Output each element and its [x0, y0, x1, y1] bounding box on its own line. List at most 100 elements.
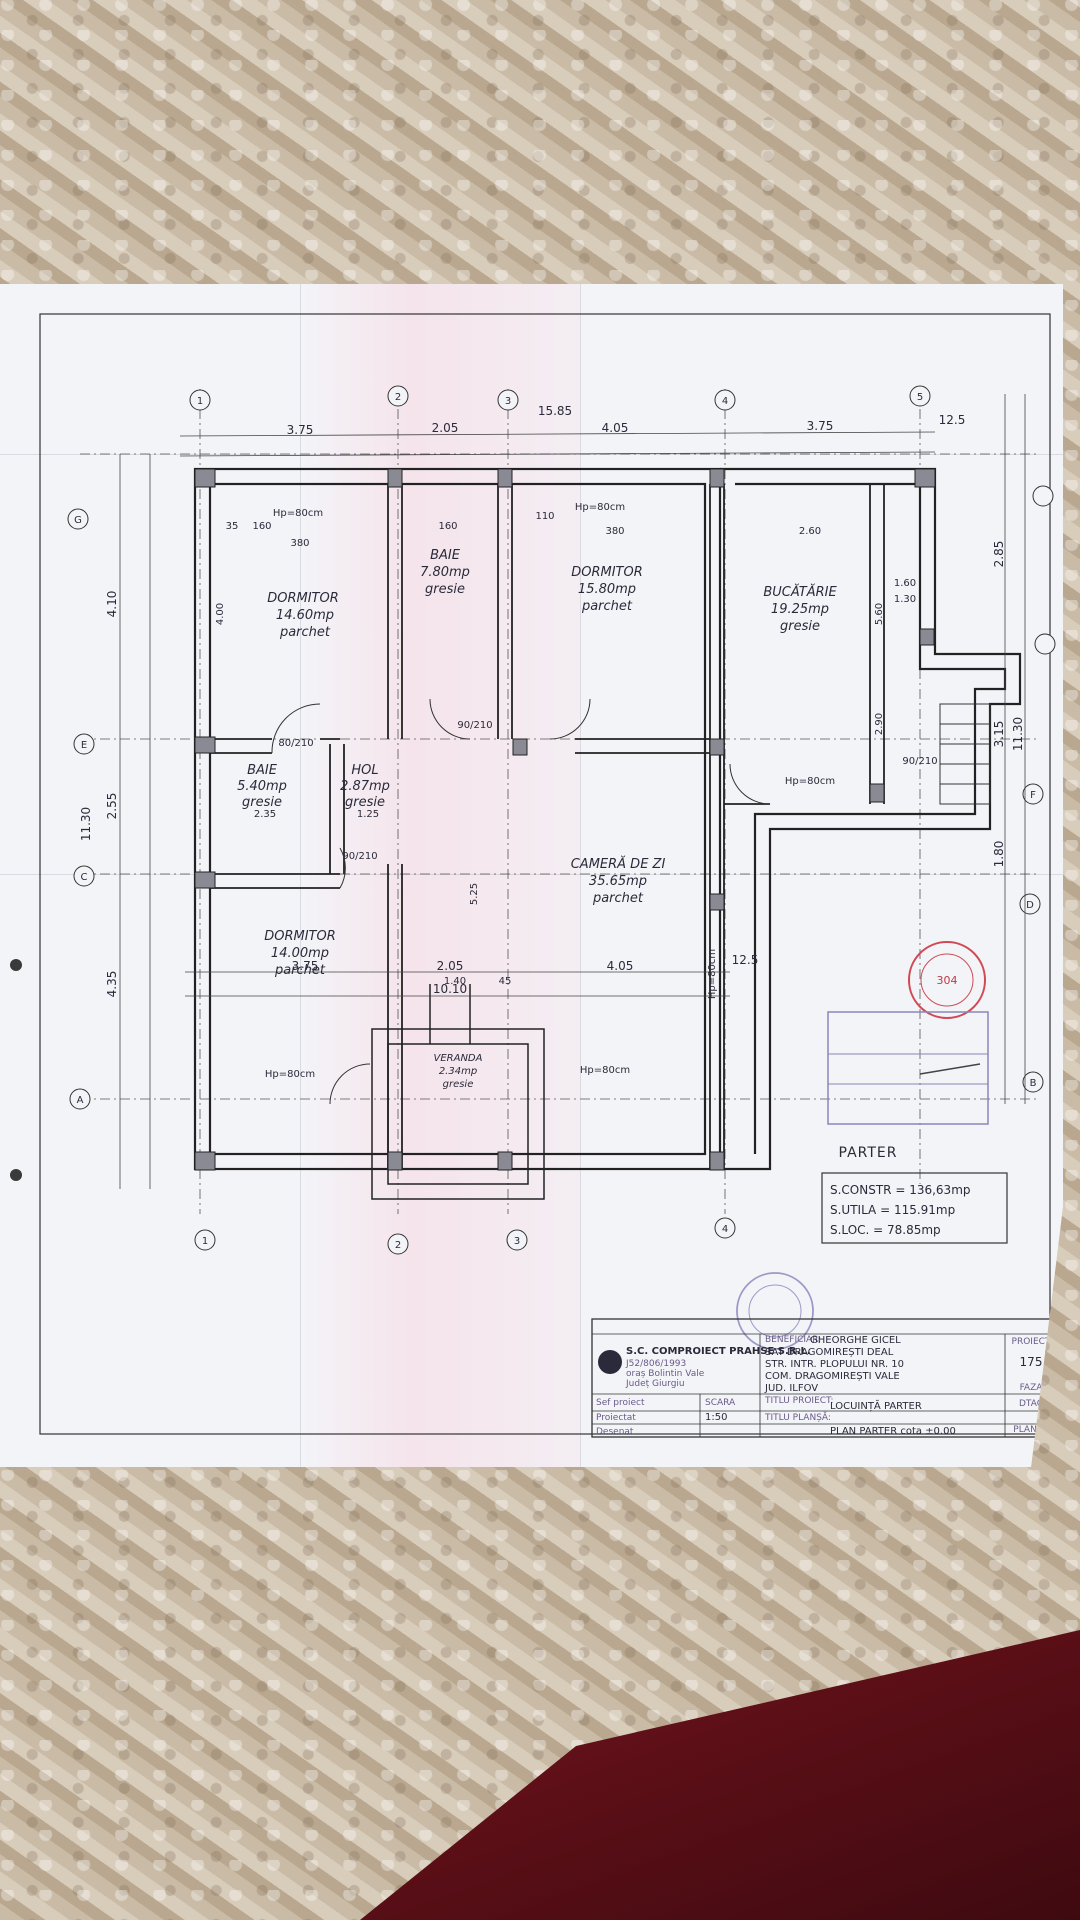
axis-labels: 1 2 3 4 5 1 2 3 4 A B C D E F G	[74, 392, 1036, 1251]
project-label: PROIECT	[1012, 1337, 1051, 1347]
floor-plan-drawing: 1 2 3 4 5 1 2 3 4 A B C D E F G 3.75 2.0…	[39, 313, 1058, 1438]
wall-dimension: 5.60	[874, 603, 885, 625]
wall-hatch-blocks	[194, 468, 936, 1171]
svg-text:15.80mp: 15.80mp	[578, 582, 636, 597]
room-camera-de-zi: CAMERĂ DE ZI 35.65mp parchet	[571, 856, 666, 906]
dimension-label: 4.10	[105, 591, 119, 618]
dimension-label: 1.80	[992, 841, 1006, 868]
svg-text:gresie: gresie	[242, 795, 282, 810]
dimension-label: 10.10	[433, 982, 467, 996]
role-3: Desenat	[596, 1427, 634, 1437]
door-swings	[271, 698, 771, 1105]
dimension-label: 12.5	[939, 413, 966, 427]
window-label: Hp=80cm	[575, 502, 625, 513]
room-baie-1: BAIE 7.80mp gresie	[420, 548, 470, 597]
address-line-2: STR. INTR. PLOPULUI NR. 10	[765, 1359, 904, 1370]
wall-dimension: 110	[535, 511, 554, 522]
svg-text:parchet: parchet	[279, 625, 331, 640]
wall-dimension: 160	[252, 521, 271, 532]
door-label: 90/210	[342, 851, 377, 862]
axis-label-side: E	[81, 740, 87, 751]
svg-text:gresie: gresie	[443, 1079, 474, 1090]
dimensions-left: 4.10 2.55 4.35 11.30	[79, 591, 119, 998]
dimension-label: 3.75	[292, 959, 319, 973]
beneficiary: GHEORGHE GICEL	[810, 1335, 901, 1346]
area-summary: PARTER S.CONSTR = 136,63mp S.UTILA = 115…	[821, 1145, 1008, 1244]
dimension-label: 3.15	[992, 721, 1006, 748]
room-bucatarie: BUCĂTĂRIE 19.25mp gresie	[763, 584, 837, 634]
company-county: Județ Giurgiu	[625, 1379, 685, 1389]
dimension-label: 11.30	[79, 807, 93, 841]
wall-dimension: 2.35	[254, 809, 276, 820]
veranda-outline	[371, 984, 545, 1200]
axis-label-side: A	[77, 1095, 84, 1106]
scale-label: SCARA	[705, 1398, 736, 1408]
wall-dimension: 2.90	[874, 713, 885, 735]
svg-text:gresie: gresie	[345, 795, 385, 810]
summary-s-constr: S.CONSTR = 136,63mp	[830, 1183, 971, 1197]
svg-text:19.25mp: 19.25mp	[771, 602, 829, 617]
axis-label-top: 2	[395, 392, 401, 403]
svg-text:2.87mp: 2.87mp	[340, 779, 390, 794]
svg-text:DORMITOR: DORMITOR	[267, 591, 339, 606]
axis-label-side: D	[1026, 900, 1034, 911]
fold-line	[580, 284, 581, 1467]
red-seal-stamp: 304	[908, 941, 986, 1019]
svg-text:14.00mp: 14.00mp	[271, 946, 329, 961]
room-dormitor-2: DORMITOR 15.80mp parchet	[571, 565, 643, 614]
axis-label-top: 3	[505, 396, 511, 407]
phase: DTAC	[1019, 1399, 1043, 1409]
project-number: 175	[1020, 1355, 1043, 1369]
summary-title: PARTER	[839, 1145, 898, 1161]
axis-label-bottom: 2	[395, 1240, 401, 1251]
floor-plan-sheet: 1 2 3 4 5 1 2 3 4 A B C D E F G 3.75 2.0…	[0, 284, 1063, 1467]
dimension-label: 4.35	[105, 971, 119, 998]
axis-label-top: 5	[917, 392, 923, 403]
fold-line	[300, 284, 301, 1467]
sheet-label: PLANȘA	[1013, 1425, 1049, 1435]
opening-labels: Hp=80cm Hp=80cm Hp=80cm Hp=80cm Hp=80cm …	[265, 502, 938, 1080]
fold-line	[0, 874, 1063, 875]
svg-text:gresie: gresie	[780, 619, 820, 634]
beneficiary-label: BENEFICIAR:	[765, 1335, 821, 1345]
plan-title-label: TITLU PLANȘĂ:	[764, 1411, 831, 1423]
dimensions-right: 2.85 3.15 1.80 11.30	[992, 541, 1025, 868]
plan-title: PLAN PARTER cota ±0.00	[830, 1426, 956, 1437]
wall-dimension: 2.60	[799, 526, 821, 537]
approval-stamp	[827, 1011, 989, 1125]
axis-label-side: C	[81, 872, 88, 883]
window-label: Hp=80cm	[707, 949, 718, 999]
svg-text:35.65mp: 35.65mp	[589, 874, 647, 889]
company-city: oraș Bolintin Vale	[626, 1369, 705, 1379]
room-dormitor-1: DORMITOR 14.60mp parchet	[267, 591, 339, 640]
door-label: 90/210	[902, 756, 937, 767]
axis-label-side: G	[74, 515, 82, 526]
svg-text:14.60mp: 14.60mp	[276, 608, 334, 623]
address-line-1: SAT DRAGOMIREȘTI DEAL	[765, 1347, 894, 1358]
dimension-label: 3.75	[287, 423, 314, 437]
dimension-lines-top	[179, 431, 936, 457]
window-label: Hp=80cm	[273, 508, 323, 519]
room-labels: DORMITOR 14.60mp parchet BAIE 7.80mp gre…	[237, 548, 837, 1090]
entrance-stairs	[939, 703, 991, 805]
door-label: 90/210	[457, 720, 492, 731]
interior-walls	[210, 484, 885, 1169]
door-label: 80/210	[278, 738, 313, 749]
svg-text:parchet: parchet	[274, 963, 326, 978]
axis-label-bottom: 1	[202, 1236, 208, 1247]
blue-round-stamp	[736, 1272, 814, 1350]
room-baie-2: BAIE 5.40mp gresie	[237, 763, 287, 810]
interior-dimensions: 35 160 380 160 110 380 2.60 1.40 45 2.35…	[215, 511, 916, 987]
wall-dimension: 1.40	[444, 976, 466, 987]
svg-text:BUCĂTĂRIE: BUCĂTĂRIE	[763, 584, 837, 600]
summary-s-loc: S.LOC. = 78.85mp	[830, 1223, 941, 1237]
axis-label-side: F	[1030, 790, 1036, 801]
wall-dimension: 160	[438, 521, 457, 532]
wall-dimension: 1.25	[357, 809, 379, 820]
wall-dimension: 380	[290, 538, 309, 549]
svg-text:parchet: parchet	[581, 599, 633, 614]
summary-s-utila: S.UTILA = 115.91mp	[830, 1203, 955, 1217]
svg-text:gresie: gresie	[425, 582, 465, 597]
axis-label-bottom: 3	[514, 1236, 520, 1247]
svg-text:2.34mp: 2.34mp	[439, 1066, 477, 1077]
